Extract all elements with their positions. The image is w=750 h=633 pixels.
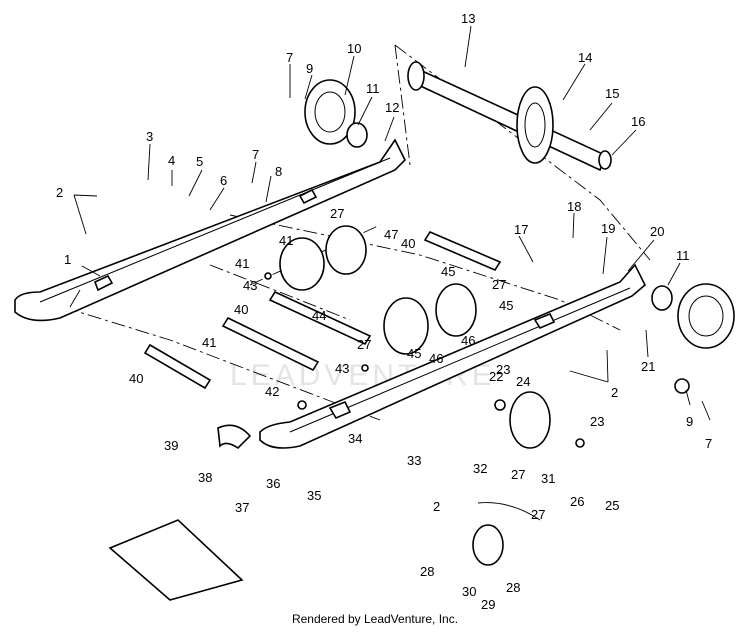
- cross-shafts: [143, 230, 502, 390]
- callout-9-top: 9: [306, 61, 313, 76]
- callout-9-right: 9: [686, 414, 693, 429]
- callout-23-top: 23: [496, 362, 510, 377]
- idler-wheel-upper: [304, 79, 368, 148]
- callout-13: 13: [461, 11, 475, 26]
- callout-41-left: 41: [202, 335, 216, 350]
- callout-8: 8: [275, 164, 282, 179]
- callout-3: 3: [146, 129, 153, 144]
- callout-32: 32: [473, 461, 487, 476]
- callout-16: 16: [631, 114, 645, 129]
- hardware: [217, 272, 690, 450]
- callout-27-right: 27: [492, 277, 506, 292]
- callout-46-left: 46: [429, 351, 443, 366]
- middle-wheels: [279, 225, 551, 566]
- callout-7-top: 7: [286, 50, 293, 65]
- callout-12: 12: [385, 100, 399, 115]
- leader-lines: [69, 25, 711, 421]
- callout-14: 14: [578, 50, 592, 65]
- callout-1: 1: [64, 252, 71, 267]
- callout-28-left: 28: [420, 564, 434, 579]
- callout-27-lower: 27: [511, 467, 525, 482]
- idler-wheel-right: [651, 283, 735, 349]
- front-idler-shaft: [407, 61, 612, 172]
- callout-22: 22: [489, 369, 503, 384]
- group-bracket: [477, 502, 541, 521]
- right-rail: [259, 263, 646, 449]
- callout-40-left: 40: [129, 371, 143, 386]
- callout-18: 18: [567, 199, 581, 214]
- callout-11-right: 11: [676, 248, 690, 263]
- callout-43-mid: 43: [335, 361, 349, 376]
- callout-2-right: 2: [611, 385, 618, 400]
- callout-24: 24: [516, 374, 530, 389]
- callout-46-right: 46: [461, 333, 475, 348]
- callout-39: 39: [164, 438, 178, 453]
- callout-41-top: 41: [279, 233, 293, 248]
- callout-45-top: 45: [441, 264, 455, 279]
- callout-29: 29: [481, 597, 495, 612]
- callout-28-right: 28: [506, 580, 520, 595]
- callout-27-mid: 27: [330, 206, 344, 221]
- part-callouts: 1 2 2 2 3 4 5 6 7 7 7 8 9 9 10 11 11 12 …: [56, 11, 712, 612]
- callout-44: 44: [312, 308, 326, 323]
- callout-11-top: 11: [366, 81, 380, 96]
- callout-45-right: 45: [499, 298, 513, 313]
- callout-43-left: 43: [243, 278, 257, 293]
- callout-5: 5: [196, 154, 203, 169]
- callout-40-mid: 40: [234, 302, 248, 317]
- callout-17: 17: [514, 222, 528, 237]
- callout-2-bottom: 2: [433, 499, 440, 514]
- callout-31: 31: [541, 471, 555, 486]
- callout-2-upper-left: 2: [56, 185, 63, 200]
- callout-21: 21: [641, 359, 655, 374]
- callout-27-center: 27: [357, 337, 371, 352]
- callout-25: 25: [605, 498, 619, 513]
- callout-23-right: 23: [590, 414, 604, 429]
- callout-41-mid: 41: [235, 256, 249, 271]
- callout-26: 26: [570, 494, 584, 509]
- callout-4: 4: [168, 153, 175, 168]
- callout-19: 19: [601, 221, 615, 236]
- callout-27-group: 27: [531, 507, 545, 522]
- callout-36: 36: [266, 476, 280, 491]
- footer-credit: Rendered by LeadVenture, Inc.: [291, 612, 459, 626]
- left-rail: [14, 138, 406, 322]
- callout-34: 34: [348, 431, 362, 446]
- callout-35: 35: [307, 488, 321, 503]
- callout-6: 6: [220, 173, 227, 188]
- callout-7-right: 7: [705, 436, 712, 451]
- callout-15: 15: [605, 86, 619, 101]
- callout-42: 42: [265, 384, 279, 399]
- callout-30: 30: [462, 584, 476, 599]
- track-clips: [108, 519, 244, 601]
- callout-10: 10: [347, 41, 361, 56]
- callout-38: 38: [198, 470, 212, 485]
- callout-7-left: 7: [252, 147, 259, 162]
- callout-47: 47: [384, 227, 398, 242]
- callout-40-right: 40: [401, 236, 415, 251]
- callout-20: 20: [650, 224, 664, 239]
- callout-33: 33: [407, 453, 421, 468]
- callout-45-center: 45: [407, 346, 421, 361]
- callout-37: 37: [235, 500, 249, 515]
